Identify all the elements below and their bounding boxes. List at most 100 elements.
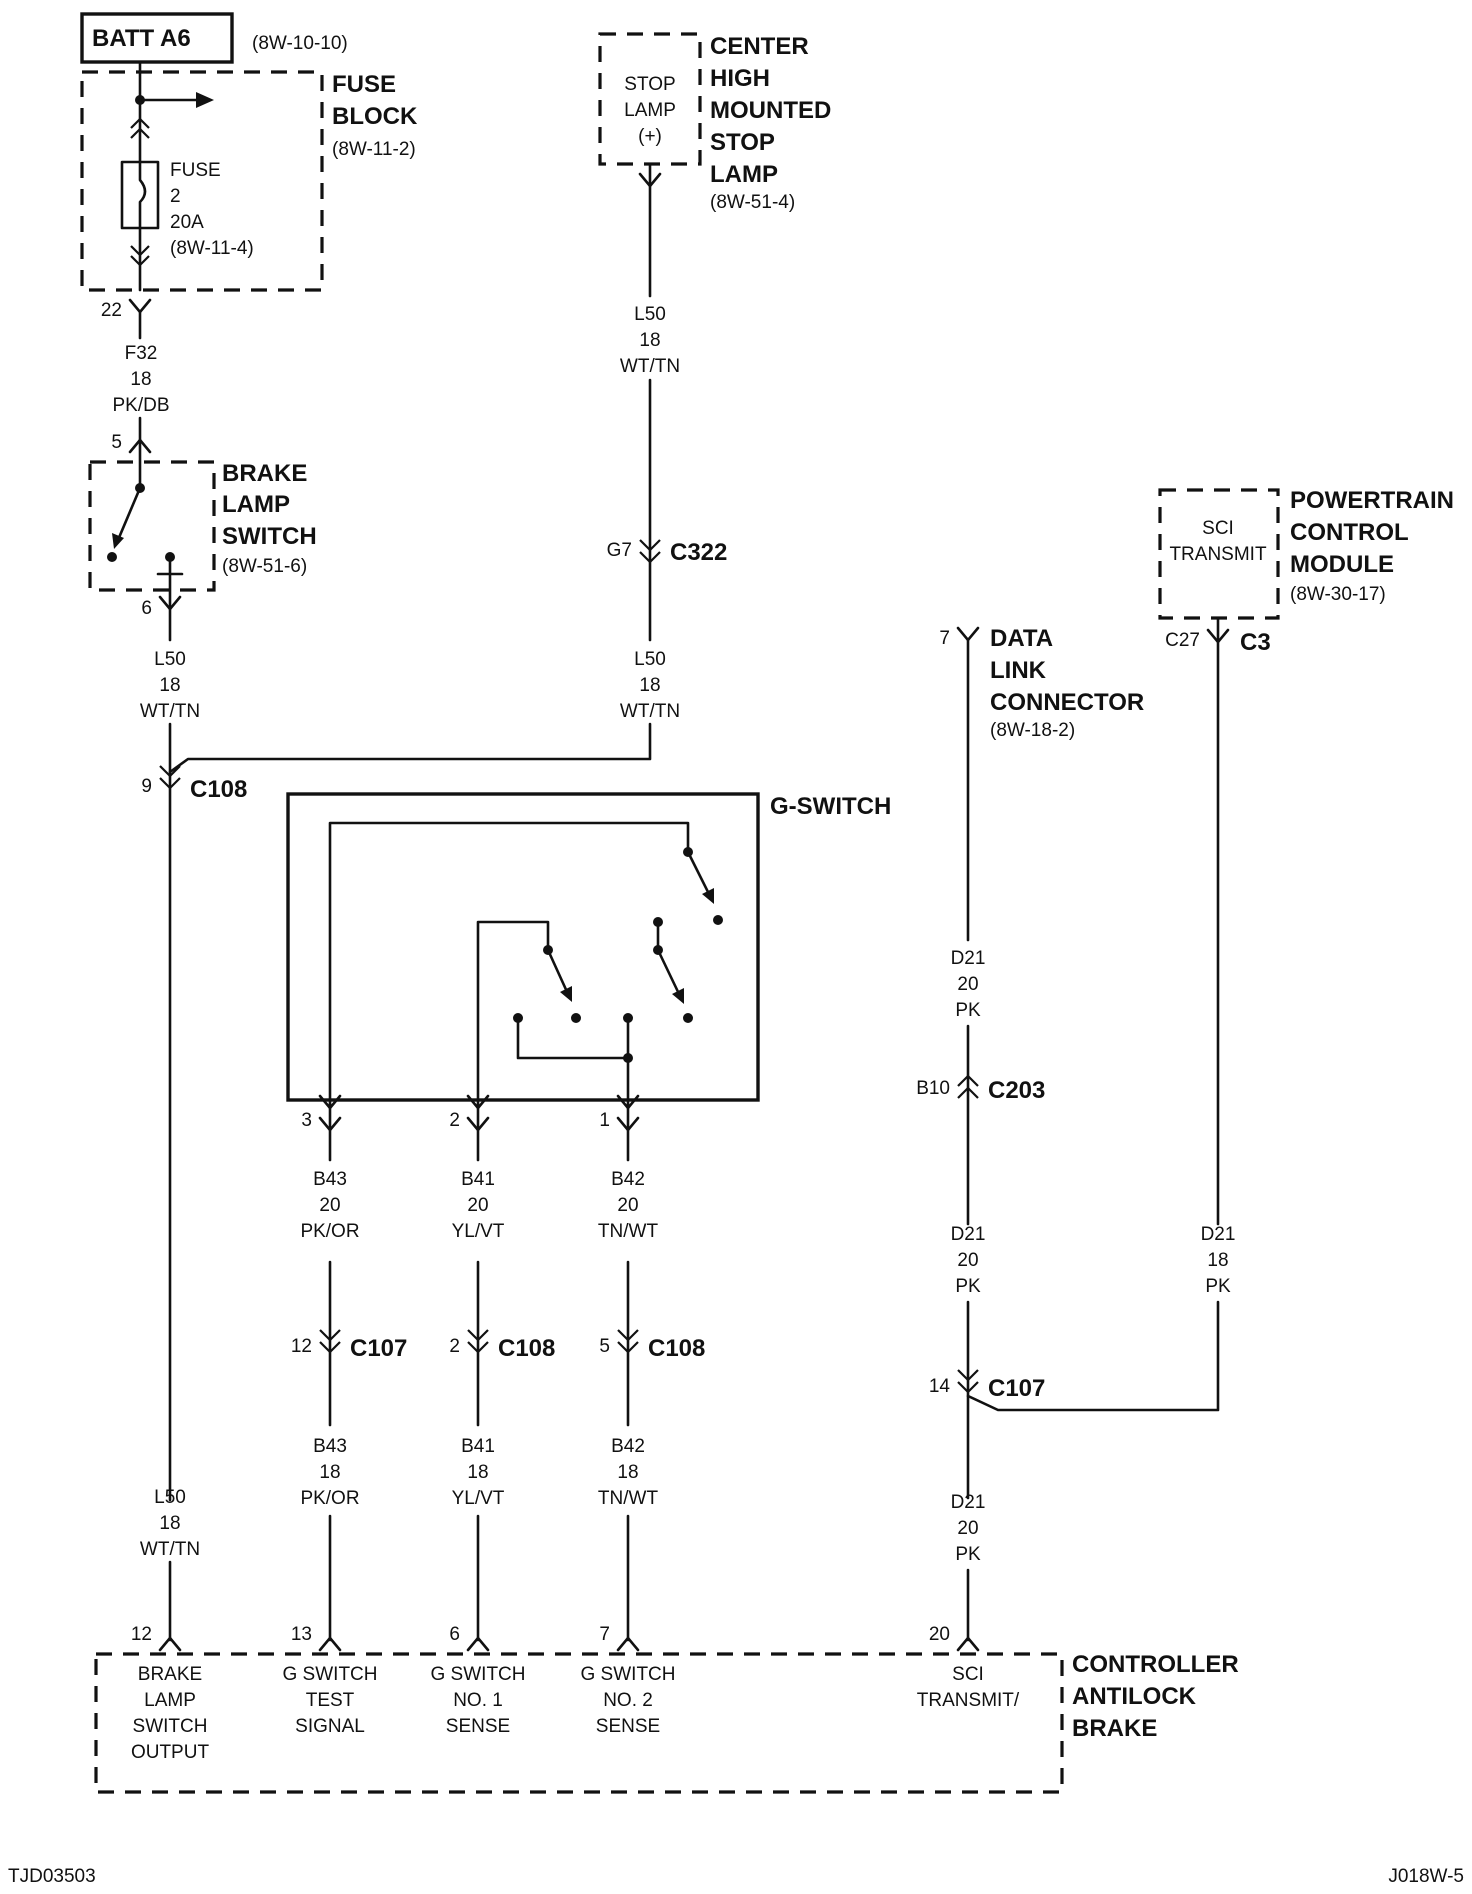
cab-title-3: BRAKE	[1072, 1715, 1157, 1742]
connector-c108-icon	[617, 1329, 639, 1354]
c108-mid2-name: C108	[648, 1335, 705, 1362]
connector-c322-icon	[639, 539, 661, 564]
cab-label-gsw1-1: G SWITCH	[431, 1664, 526, 1685]
fuse-block-outline	[80, 70, 324, 292]
wire-b42-upper-gauge: 20	[617, 1195, 638, 1216]
wire-l50-center-lower-gauge: 18	[639, 675, 660, 696]
fuse-label-1: FUSE	[170, 160, 221, 181]
pcm-d21-wire	[966, 1300, 1220, 1412]
bls-title-2: LAMP	[222, 491, 290, 518]
g-switch-pin-3: 3	[301, 1110, 312, 1131]
wire-d21-dlc1-gauge: 20	[957, 974, 978, 995]
wire-b41-upper-color: YL/VT	[452, 1221, 505, 1242]
wire-b41-upper-gauge: 20	[467, 1195, 488, 1216]
c107-mid-pin: 12	[291, 1336, 312, 1357]
wire-b41-lower-gauge: 18	[467, 1462, 488, 1483]
bls-ref: (8W-51-6)	[222, 556, 307, 577]
wire-d21-cab-gauge: 20	[957, 1518, 978, 1539]
wire-d21-dlc1-color: PK	[955, 1000, 981, 1021]
cab-label-gtest-3: SIGNAL	[295, 1716, 365, 1737]
wire-l50-left-lower-color: WT/TN	[140, 1539, 200, 1560]
fuse-pin-22: 22	[101, 300, 122, 321]
cab-label-bls-2: LAMP	[144, 1690, 196, 1711]
wire-l50-left-lower-gauge: 18	[159, 1513, 180, 1534]
switch-arm-icon	[686, 850, 712, 898]
wire-b43-upper-color: PK/OR	[300, 1221, 359, 1242]
wire-l50-left-upper-color: WT/TN	[140, 701, 200, 722]
wire-l50-center-lower-id: L50	[634, 649, 666, 670]
cab-outline	[94, 1652, 1064, 1794]
cab-label-gtest-2: TEST	[306, 1690, 355, 1711]
g-switch-box	[286, 792, 760, 1102]
g-switch-circuit-3	[328, 821, 690, 1106]
chmsl-ref: (8W-51-4)	[710, 192, 795, 213]
wire-b41-lower-id: B41	[461, 1436, 495, 1457]
wire-b42-lower-color: TN/WT	[598, 1488, 659, 1509]
wire-d21-dlc2-gauge: 20	[957, 1250, 978, 1271]
footer-left-code: TJD03503	[8, 1866, 96, 1887]
c203-name: C203	[988, 1077, 1045, 1104]
bls-title-1: BRAKE	[222, 460, 307, 487]
pin-male-icon	[158, 1636, 182, 1652]
c108-left-name: C108	[190, 776, 247, 803]
wire-b41-upper-id: B41	[461, 1169, 495, 1190]
wire-d21-pcm-id: D21	[1201, 1224, 1236, 1245]
c108-mid-name: C108	[498, 1335, 555, 1362]
arrow-right-icon	[196, 92, 214, 108]
wire-b42-lower-gauge: 18	[617, 1462, 638, 1483]
brake-lamp-switch-outline	[88, 460, 216, 592]
wire-l50-center-lower-color: WT/TN	[620, 701, 680, 722]
fuse-block-title-2: BLOCK	[332, 103, 418, 130]
dlc-title-3: CONNECTOR	[990, 689, 1144, 716]
pin-male-icon	[318, 1636, 342, 1652]
wire-l50-left-upper-gauge: 18	[159, 675, 180, 696]
dlc-title-2: LINK	[990, 657, 1047, 684]
wire-b43-lower-gauge: 18	[319, 1462, 340, 1483]
c108-mid-pin: 2	[449, 1336, 460, 1357]
switch-arm-icon	[546, 948, 570, 996]
wire-b42-upper-color: TN/WT	[598, 1221, 659, 1242]
wire-d21-dlc1-id: D21	[951, 948, 986, 969]
wire-d21-dlc2-color: PK	[955, 1276, 981, 1297]
connector-c107-icon	[319, 1329, 341, 1354]
batt-a6-ref: (8W-10-10)	[252, 33, 348, 54]
g-switch-pin-1: 1	[599, 1110, 610, 1131]
wire-f32-color: PK/DB	[112, 395, 169, 416]
wire-d21-pcm-gauge: 18	[1207, 1250, 1228, 1271]
pcm-inner-2: TRANSMIT	[1169, 544, 1267, 565]
fuse-element-icon	[138, 160, 147, 230]
pcm-pin: C27	[1165, 630, 1200, 651]
wire-l50-left-upper-id: L50	[154, 649, 186, 670]
connector-chevron-icon	[130, 117, 150, 139]
connector-chevron-icon	[130, 245, 150, 267]
dlc-title-1: DATA	[990, 625, 1053, 652]
pcm-title-3: MODULE	[1290, 551, 1394, 578]
footer-right-code: J018W-5	[1388, 1866, 1464, 1887]
wire-l50-center-upper-id: L50	[634, 304, 666, 325]
wire-l50-left-lower-id: L50	[154, 1487, 186, 1508]
g-switch-title: G-SWITCH	[770, 793, 891, 820]
wire-d21-pcm-color: PK	[1205, 1276, 1231, 1297]
pcm-ref: (8W-30-17)	[1290, 584, 1386, 605]
wire-d21-cab-color: PK	[955, 1544, 981, 1565]
connector-c203-icon	[957, 1074, 979, 1099]
wire-b41-lower-color: YL/VT	[452, 1488, 505, 1509]
chmsl-title-5: LAMP	[710, 161, 778, 188]
pin-female-icon	[956, 626, 980, 642]
g-switch-pin-2: 2	[449, 1110, 460, 1131]
cab-pin-12: 12	[131, 1624, 152, 1645]
pin-female-icon	[128, 298, 152, 314]
c108-left-pin: 9	[141, 776, 152, 797]
chmsl-title-2: HIGH	[710, 65, 770, 92]
wire-l50-center-upper-color: WT/TN	[620, 356, 680, 377]
fuse-label-3: 20A	[170, 212, 204, 233]
batt-a6-label: BATT A6	[92, 25, 191, 52]
pcm-conn: C3	[1240, 629, 1271, 656]
cab-title-1: CONTROLLER	[1072, 1651, 1239, 1678]
cab-label-gsw1-2: NO. 1	[453, 1690, 503, 1711]
dlc-pin-7: 7	[939, 628, 950, 649]
bls-title-3: SWITCH	[222, 523, 317, 550]
wire-l50-center-upper-gauge: 18	[639, 330, 660, 351]
pin-male-icon	[956, 1636, 980, 1652]
fuse-label-2: 2	[170, 186, 181, 207]
